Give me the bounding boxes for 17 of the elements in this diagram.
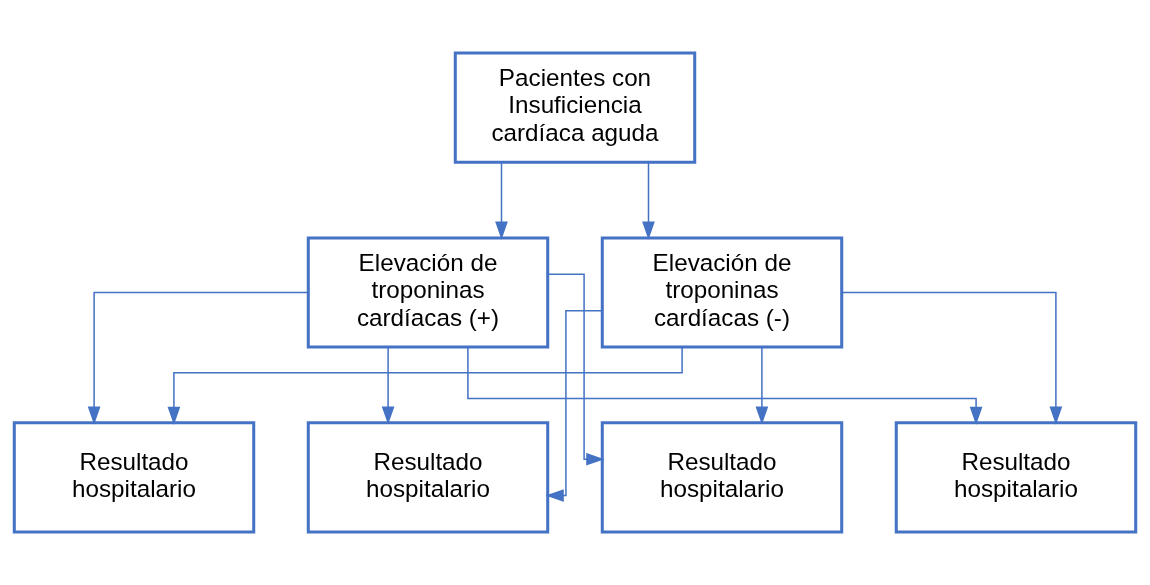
arrow [495, 161, 508, 240]
node-box: Resultado hospitalario [894, 421, 1138, 534]
arrow [467, 346, 983, 425]
node-box: Elevación de troponinas cardíacas (+) [306, 236, 550, 349]
node-box: Elevación de troponinas cardíacas (-) [600, 236, 844, 349]
arrow [545, 309, 603, 502]
arrow [381, 346, 395, 425]
arrow [167, 346, 683, 425]
node-box: Resultado hospitalario [12, 421, 256, 534]
arrow [755, 346, 769, 425]
node-box: Resultado hospitalario [600, 421, 844, 534]
node-box: Resultado hospitalario [306, 421, 550, 534]
arrow [547, 273, 605, 466]
node-box: Pacientes con Insuficiencia cardíaca aguda [453, 51, 697, 164]
arrow [87, 291, 309, 425]
arrow [841, 291, 1063, 425]
arrow [642, 161, 655, 240]
